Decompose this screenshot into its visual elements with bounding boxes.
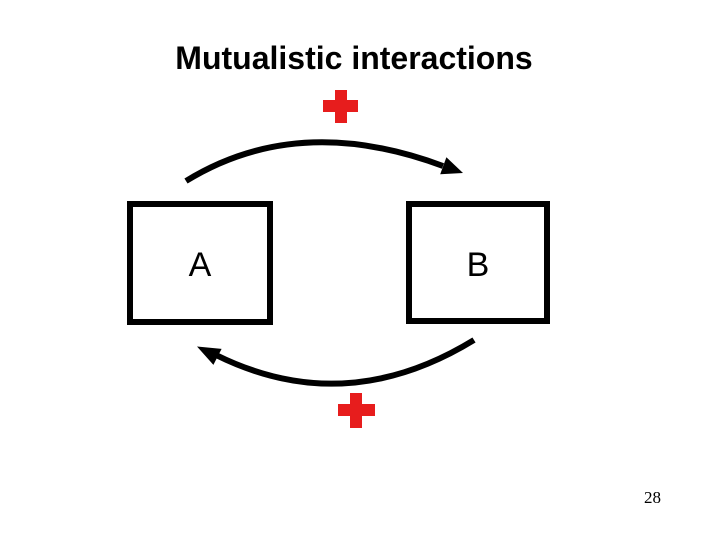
arrow-b-to-a-head-icon — [197, 346, 222, 365]
arrow-a-to-b-curve — [184, 139, 445, 184]
positive-effect-plus-icon-top — [323, 90, 358, 123]
slide-title: Mutualistic interactions — [175, 40, 533, 76]
page-number: 28 — [644, 488, 661, 507]
node-label-b: B — [466, 245, 490, 284]
node-label-a: A — [188, 246, 212, 284]
positive-effect-plus-icon-bottom — [338, 393, 375, 428]
node-box-a: A — [127, 201, 273, 325]
arrow-b-to-a-curve — [214, 337, 476, 387]
plus-bar-vertical — [350, 393, 362, 428]
arrow-a-to-b-head-icon — [440, 157, 463, 175]
plus-bar-vertical — [335, 90, 347, 123]
node-box-b: B — [406, 201, 550, 324]
